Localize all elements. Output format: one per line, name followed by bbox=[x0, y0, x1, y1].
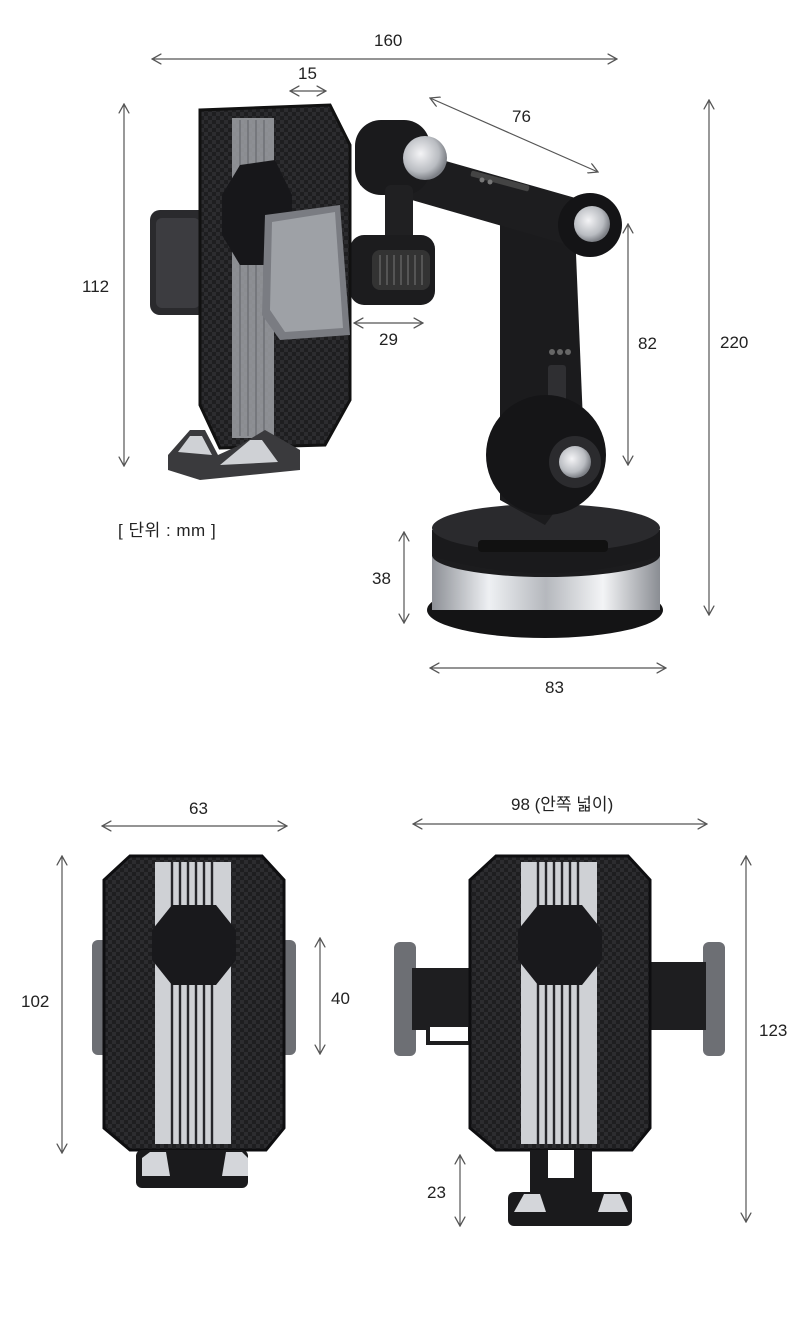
base-height-label: 38 bbox=[372, 569, 391, 588]
open-height-label: 123 bbox=[759, 1021, 788, 1040]
elbow-joint-cap bbox=[574, 206, 610, 242]
total-width-label: 160 bbox=[374, 31, 403, 50]
grip-height-label: 40 bbox=[331, 989, 350, 1008]
unit-note: [ 단위 : mm ] bbox=[118, 521, 217, 540]
front-view-open bbox=[394, 854, 725, 1226]
arm-length-label: 76 bbox=[512, 107, 531, 126]
closed-width-label: 63 bbox=[189, 799, 208, 818]
holder-height-label: 112 bbox=[82, 277, 110, 296]
dimension-arrows bbox=[62, 59, 746, 1226]
side-view-product bbox=[150, 103, 663, 638]
total-height-label: 220 bbox=[720, 333, 749, 352]
front-view-closed bbox=[92, 854, 296, 1188]
knob-width-label: 15 bbox=[298, 64, 317, 83]
lower-joint-cap bbox=[559, 446, 591, 478]
base-diameter-label: 83 bbox=[545, 678, 564, 697]
closed-height-label: 102 bbox=[21, 992, 50, 1011]
open-inner-width-label: 98 (안쪽 넓이) bbox=[511, 795, 614, 814]
riser-height-label: 82 bbox=[638, 334, 657, 353]
neck-length-label: 29 bbox=[379, 330, 398, 349]
top-joint-cap bbox=[403, 136, 447, 180]
foot-height-label: 23 bbox=[427, 1183, 446, 1202]
